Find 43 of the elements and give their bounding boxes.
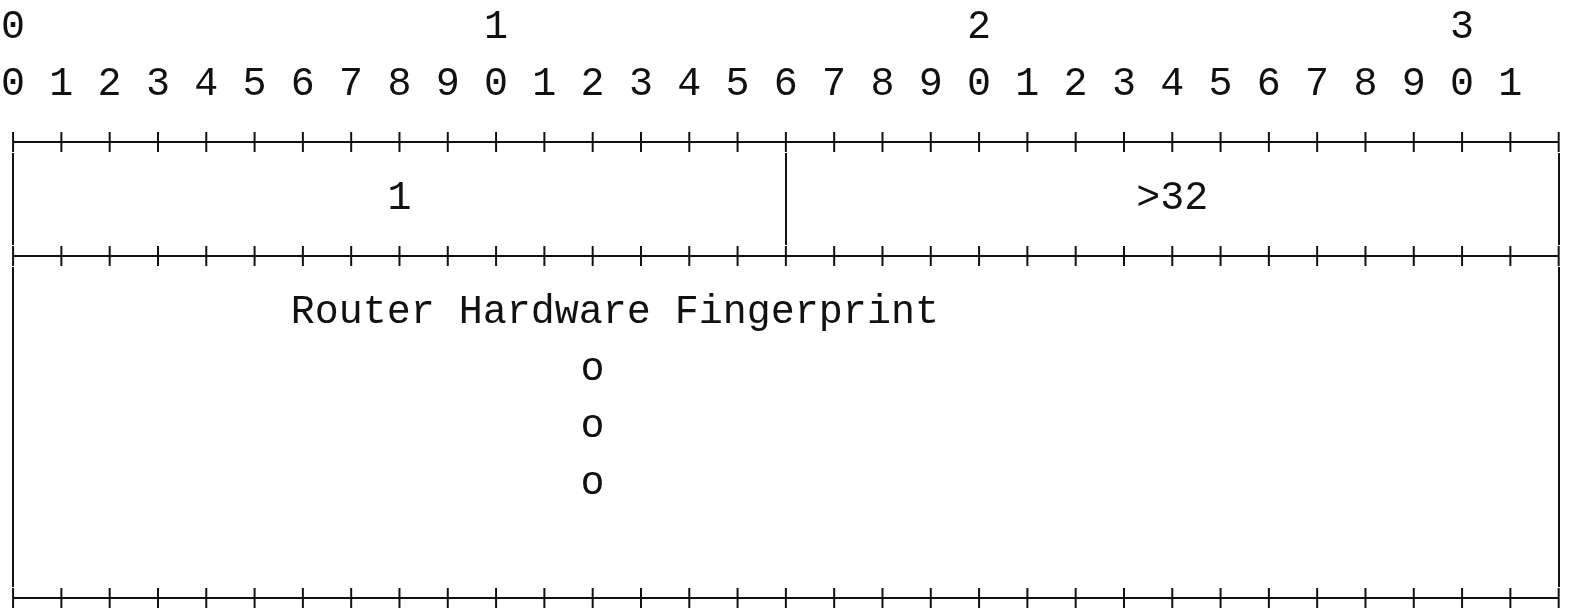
bit-number: 9: [1401, 61, 1426, 109]
field-label: Router Hardware Fingerprint: [290, 289, 939, 337]
bit-number: 5: [1208, 61, 1233, 109]
bit-number: 6: [773, 61, 798, 109]
ellipsis-mark: o: [580, 403, 605, 451]
bit-number: 1: [49, 61, 74, 109]
bit-number: 7: [1305, 61, 1330, 109]
field-label: >32: [1135, 175, 1210, 223]
bit-number: 3: [1111, 61, 1136, 109]
ellipsis-mark: o: [580, 346, 605, 394]
bit-number: 4: [1160, 61, 1185, 109]
bit-number: 2: [1063, 61, 1088, 109]
bit-number: 9: [435, 61, 460, 109]
bit-number: 2: [580, 61, 605, 109]
bit-number: 1: [484, 4, 508, 52]
bit-number: 3: [628, 61, 653, 109]
bit-number: 5: [725, 61, 750, 109]
bit-number: 8: [870, 61, 895, 109]
bit-number: 0: [484, 61, 508, 109]
bit-number: 6: [290, 61, 315, 109]
field-label: 1: [386, 175, 413, 223]
bit-number: 9: [918, 61, 943, 109]
bit-number: 1: [1015, 61, 1040, 109]
bit-number: 8: [387, 61, 412, 109]
packet-field: [12, 267, 1560, 587]
bit-number: 7: [339, 61, 364, 109]
bit-number: 3: [145, 61, 170, 109]
bit-number: 4: [677, 61, 702, 109]
bit-number: 0: [967, 61, 991, 109]
bit-number: 8: [1353, 61, 1378, 109]
bit-number: 1: [1498, 61, 1523, 109]
bit-number: 2: [97, 61, 122, 109]
bit-number: 4: [194, 61, 219, 109]
bit-number: 7: [822, 61, 847, 109]
bit-number: 1: [532, 61, 557, 109]
bit-number: 3: [1450, 4, 1474, 52]
bit-number: 0: [1, 4, 25, 52]
bit-number: 0: [1450, 61, 1474, 109]
bit-number: 6: [1256, 61, 1281, 109]
ellipsis-mark: o: [580, 460, 605, 508]
bit-number: 2: [967, 4, 991, 52]
bit-number: 5: [242, 61, 267, 109]
bit-number: 0: [1, 61, 25, 109]
